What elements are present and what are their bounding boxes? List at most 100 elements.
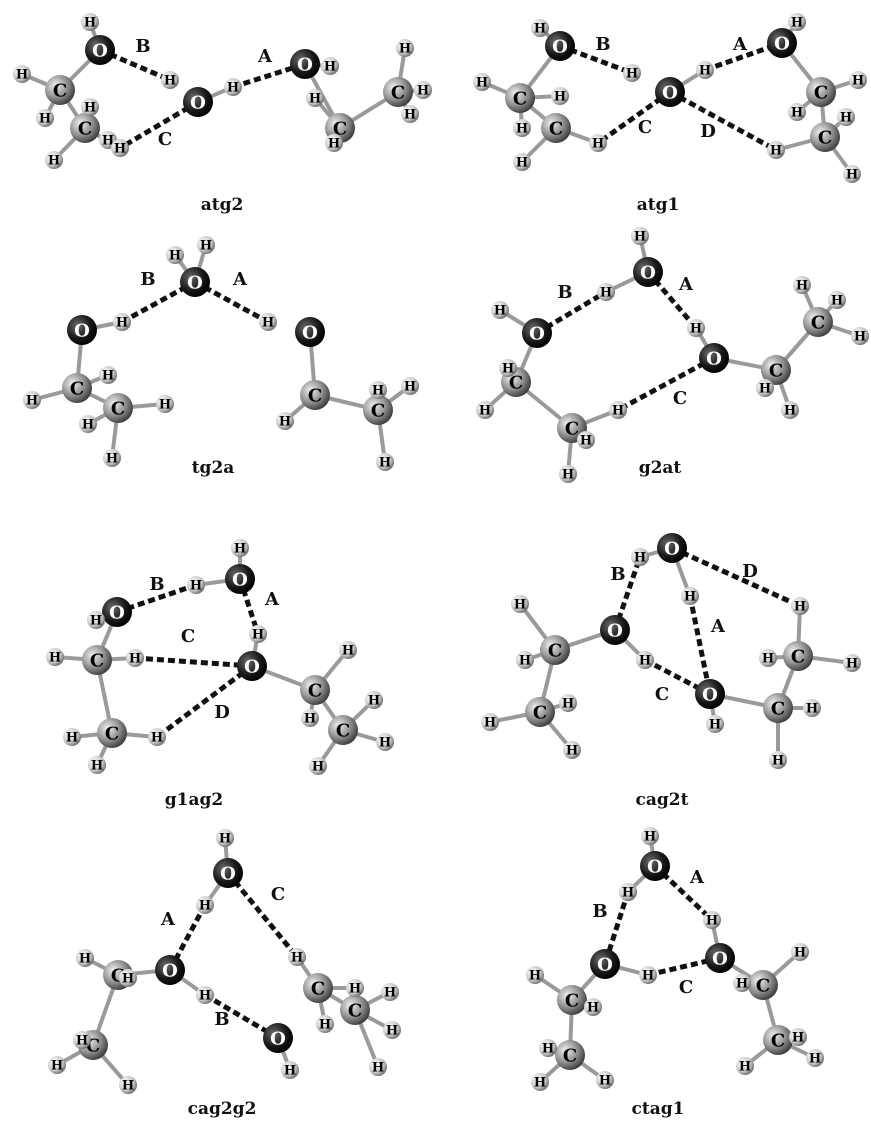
svg-text:H: H: [494, 304, 506, 319]
svg-text:H: H: [792, 1031, 804, 1046]
atom-c: C: [45, 75, 75, 105]
svg-text:C: C: [548, 640, 562, 661]
atom-h: H: [756, 379, 774, 397]
svg-text:H: H: [319, 1018, 331, 1033]
hydrogen-bond: [134, 655, 253, 669]
svg-text:O: O: [607, 620, 623, 641]
atom-c: C: [505, 83, 535, 113]
atom-o: O: [655, 77, 685, 107]
svg-text:C: C: [53, 80, 67, 101]
atom-c: C: [541, 113, 571, 143]
atom-h: H: [619, 883, 637, 901]
atom-h: H: [584, 998, 602, 1016]
hbond-label: C: [679, 977, 693, 998]
hbond-label: A: [678, 274, 694, 295]
svg-text:H: H: [84, 16, 96, 31]
atom-h: H: [473, 73, 491, 91]
atom-h: H: [161, 71, 179, 89]
atom-o: O: [237, 651, 267, 681]
atom-o: O: [180, 267, 210, 297]
atom-h: H: [111, 139, 129, 157]
atom-h: H: [559, 465, 577, 483]
svg-text:H: H: [76, 1034, 88, 1049]
hbond-label: C: [655, 684, 669, 705]
svg-text:H: H: [772, 754, 784, 769]
atom-h: H: [851, 327, 869, 345]
atom-o: O: [640, 851, 670, 881]
svg-text:C: C: [533, 702, 547, 723]
atom-h: H: [88, 756, 106, 774]
hbond-label: B: [149, 574, 164, 595]
svg-text:H: H: [49, 651, 61, 666]
svg-text:C: C: [563, 1045, 577, 1066]
atom-h: H: [781, 401, 799, 419]
hbond-label: C: [638, 117, 652, 138]
svg-text:C: C: [391, 82, 405, 103]
svg-text:O: O: [302, 322, 318, 343]
svg-text:H: H: [846, 168, 858, 183]
atom-h: H: [828, 291, 846, 309]
svg-text:H: H: [372, 384, 384, 399]
svg-text:H: H: [854, 330, 866, 345]
hydrogen-bond: [226, 871, 299, 959]
svg-text:O: O: [529, 323, 545, 344]
atom-c: C: [748, 970, 778, 1000]
panel-caption: g1ag2: [164, 790, 224, 810]
hbond-label: A: [160, 909, 176, 930]
atom-h: H: [559, 694, 577, 712]
hbond-label: A: [710, 616, 726, 637]
atom-c: C: [383, 77, 413, 107]
atom-h: H: [539, 1039, 557, 1057]
atom-h: H: [365, 691, 383, 709]
svg-text:O: O: [640, 262, 656, 283]
hbond-label: B: [610, 564, 625, 585]
svg-text:C: C: [771, 698, 785, 719]
svg-text:H: H: [199, 989, 211, 1004]
atom-h: H: [36, 109, 54, 127]
hbond-label: C: [271, 884, 285, 905]
svg-text:H: H: [386, 1024, 398, 1039]
atom-h: H: [113, 313, 131, 331]
svg-text:C: C: [818, 127, 832, 148]
atom-c: C: [340, 995, 370, 1025]
hbond-label: A: [257, 46, 273, 67]
hbond-label: C: [673, 388, 687, 409]
atom-h: H: [789, 1028, 807, 1046]
atom-c: C: [540, 635, 570, 665]
hydrogen-bond: [118, 99, 200, 151]
atom-h: H: [288, 948, 306, 966]
svg-text:H: H: [368, 694, 380, 709]
svg-text:H: H: [309, 92, 321, 107]
svg-text:H: H: [809, 1052, 821, 1067]
atom-h: H: [197, 236, 215, 254]
svg-text:C: C: [771, 1030, 785, 1051]
atom-o: O: [545, 31, 575, 61]
svg-text:H: H: [16, 68, 28, 83]
panel-caption: atg2: [200, 195, 244, 215]
svg-text:O: O: [712, 948, 728, 969]
svg-text:H: H: [642, 969, 654, 984]
svg-text:H: H: [91, 759, 103, 774]
atom-h: H: [511, 595, 529, 613]
atom-h: H: [79, 415, 97, 433]
atom-h: H: [681, 587, 699, 605]
atom-h: H: [563, 741, 581, 759]
svg-text:H: H: [262, 316, 274, 331]
atom-h: H: [551, 87, 569, 105]
atom-o: O: [155, 955, 185, 985]
atom-o: O: [263, 1023, 293, 1053]
svg-text:H: H: [709, 718, 721, 733]
atom-o: O: [695, 679, 725, 709]
atom-h: H: [849, 71, 867, 89]
svg-text:H: H: [831, 294, 843, 309]
svg-text:H: H: [580, 434, 592, 449]
svg-text:C: C: [105, 723, 119, 744]
atom-c: C: [525, 697, 555, 727]
panel-caption: cag2g2: [187, 1099, 257, 1119]
svg-text:H: H: [82, 418, 94, 433]
svg-text:H: H: [372, 1061, 384, 1076]
atom-h: H: [531, 19, 549, 37]
atom-h: H: [99, 366, 117, 384]
atom-h: H: [196, 896, 214, 914]
